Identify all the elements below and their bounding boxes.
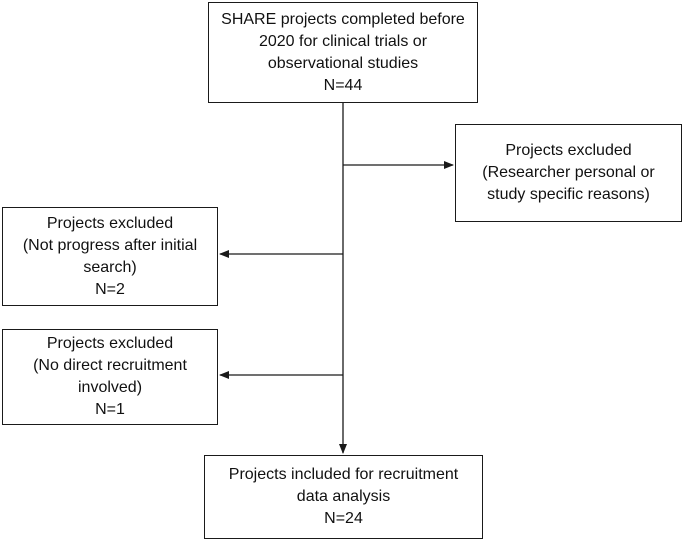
box-text-line: Projects excluded	[46, 335, 174, 352]
excluded-researcher-reasons-box: Projects excluded (Researcher personal o…	[455, 124, 682, 222]
box-text-line: (Not progress after initial	[22, 236, 198, 254]
box-text-line: observational studies	[267, 54, 419, 72]
box-text-line: involved)	[77, 379, 143, 396]
box-text-line: data analysis	[296, 488, 391, 505]
box-text-line: SHARE projects completed before	[221, 10, 465, 28]
box-text-line: Projects excluded	[46, 214, 174, 232]
box-text-line: search)	[83, 258, 137, 276]
excluded-not-progress-box: Projects excluded (Not progress after in…	[2, 207, 218, 306]
box-text-line: (No direct recruitment	[33, 357, 187, 374]
box-count: N=2	[95, 280, 125, 298]
box-count: N=1	[95, 401, 125, 418]
box-count: N=44	[323, 76, 363, 94]
box-text-line: Projects included for recruitment	[228, 466, 459, 483]
box-text-line: study specific reasons)	[487, 186, 650, 203]
share-projects-box: SHARE projects completed before 2020 for…	[208, 2, 478, 103]
included-projects-box: Projects included for recruitment data a…	[204, 455, 483, 539]
box-count: N=24	[324, 510, 363, 527]
box-text-line: (Researcher personal or	[482, 164, 655, 181]
box-text-line: 2020 for clinical trials or	[258, 32, 428, 50]
excluded-no-recruitment-box: Projects excluded (No direct recruitment…	[2, 329, 218, 425]
box-text-line: Projects excluded	[505, 142, 632, 159]
